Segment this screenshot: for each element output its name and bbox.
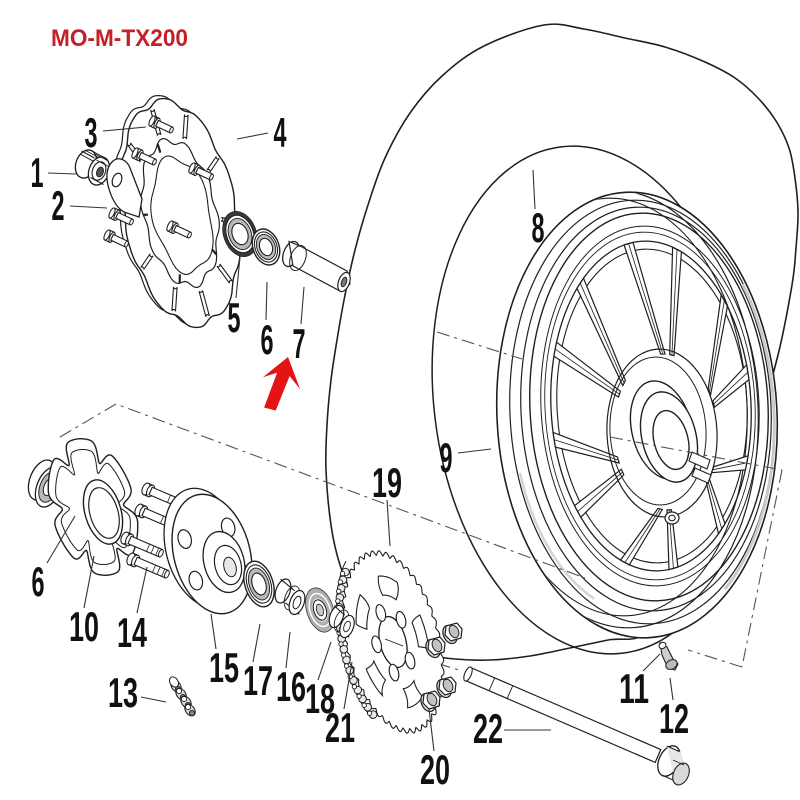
svg-text:6: 6 [32,558,45,605]
svg-text:12: 12 [659,695,689,742]
svg-text:16: 16 [276,663,306,710]
svg-text:MO-M-TX200: MO-M-TX200 [51,25,188,52]
svg-text:7: 7 [293,320,306,367]
svg-text:21: 21 [325,704,355,751]
svg-text:20: 20 [420,746,450,793]
svg-text:15: 15 [209,644,239,691]
svg-text:13: 13 [108,669,138,716]
svg-text:14: 14 [117,609,147,656]
svg-text:1: 1 [31,149,44,196]
svg-text:19: 19 [372,459,402,506]
svg-text:3: 3 [85,109,98,156]
svg-text:9: 9 [440,434,453,481]
svg-text:5: 5 [228,294,241,341]
svg-text:17: 17 [243,657,273,704]
svg-text:18: 18 [305,675,335,722]
svg-text:8: 8 [532,204,545,251]
svg-text:22: 22 [473,705,503,752]
svg-text:6: 6 [261,316,274,363]
svg-text:11: 11 [619,665,649,712]
svg-text:10: 10 [69,603,99,650]
svg-text:2: 2 [52,182,65,229]
svg-text:4: 4 [274,109,287,156]
